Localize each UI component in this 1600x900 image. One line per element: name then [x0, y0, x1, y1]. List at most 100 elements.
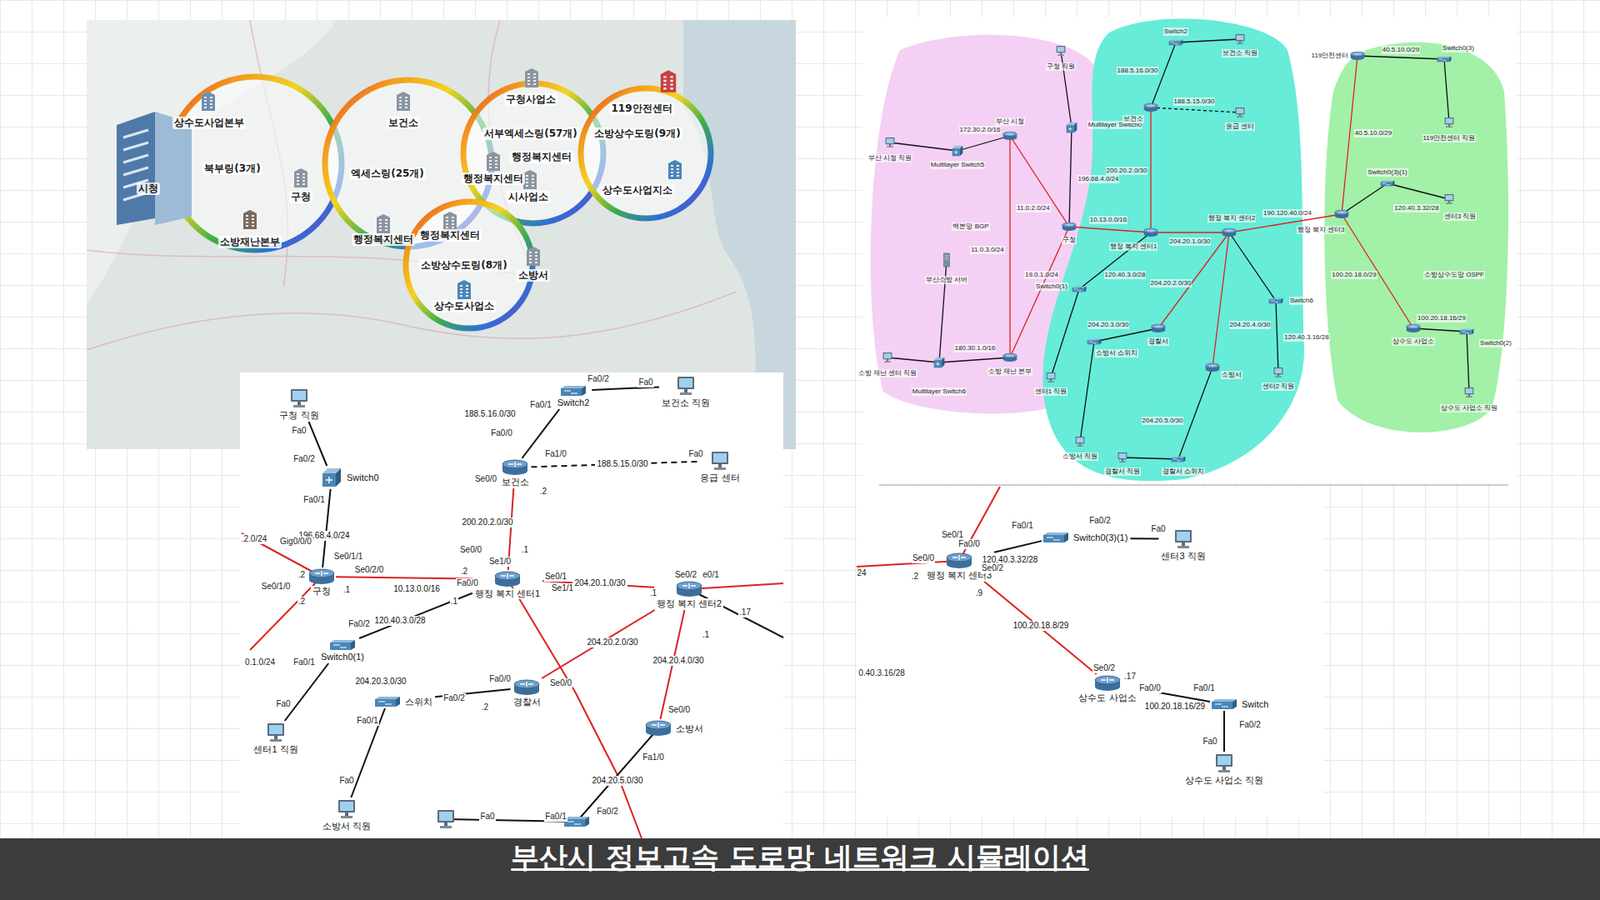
network-label: Multilayer Switch6 [911, 387, 967, 396]
interface-label: Fa0/2 [347, 619, 371, 630]
router-icon [1144, 103, 1159, 112]
building-icon [525, 68, 539, 88]
network-label: 200.20.2.0/30 [1105, 166, 1149, 175]
switch-icon [1211, 699, 1237, 710]
network-label: 행정 복지 센터3 [1296, 225, 1346, 235]
map-label: 119안전센터 [609, 102, 674, 115]
zoomed-topology-panel [445, 589, 784, 822]
topology-overview [1150, 107, 1240, 113]
device-label: 응급 센터 [698, 472, 741, 484]
interface-label: Fa0 [687, 449, 704, 460]
map-label: 시청 [136, 182, 160, 195]
map-label: 구청사업소 [504, 93, 558, 106]
pc-icon [338, 800, 355, 819]
switch-icon [329, 639, 356, 651]
interface-label: Fa0/0 [490, 428, 514, 439]
network-label: 40.5.10.0/29 [1354, 129, 1393, 138]
network-label: 40.5.10.0/29 [1381, 45, 1420, 55]
network-label: 센터2 직원 [1261, 382, 1296, 391]
network-link [335, 576, 473, 579]
network-device: 행정 복지 센터1 [472, 570, 543, 600]
multilayer-switch-icon [934, 122, 1078, 369]
building-icon [201, 91, 215, 111]
router-icon [501, 459, 529, 476]
switch-icon [564, 816, 590, 827]
interface-label: Fa0 [290, 425, 307, 436]
network-label: 부산소방 서버 [925, 275, 969, 285]
network-label: 구청 직원 [1045, 62, 1076, 71]
interface-label: Fa0/0 [455, 578, 480, 589]
building-icon [294, 168, 308, 188]
router-icon [1222, 228, 1237, 237]
interface-label: Fa0 [338, 775, 355, 786]
network-link [994, 540, 1042, 553]
network-device: Switch [1210, 697, 1271, 711]
topology-overview [1324, 42, 1509, 433]
network-label: 소방서 스위치 [1095, 349, 1139, 358]
device-label: Switch0 [345, 472, 381, 484]
building-icon [486, 151, 500, 171]
map-label: 소방상수도링(9개) [592, 127, 682, 140]
pc-icon [1274, 367, 1284, 378]
subnet-label: 188.5.16.0/30 [462, 409, 517, 420]
network-label: 204.20.1.0/30 [1169, 237, 1212, 246]
device-label: 스위치 [403, 696, 435, 708]
network-ring [168, 76, 342, 250]
interface-label: Gig0/0/0 [279, 536, 313, 547]
network-label: 소방서 직원 [1061, 452, 1099, 461]
multilayer-switch-icon [952, 145, 964, 157]
interface-label: .17 [1123, 671, 1137, 682]
router-icon [1094, 675, 1121, 692]
subnet-label: 204.20.3.0/30 [353, 676, 408, 687]
pc-icon [288, 387, 310, 410]
map-label: 상수도사업소 [432, 300, 496, 313]
router-icon [645, 720, 672, 737]
switch-icon [1171, 456, 1186, 463]
zoomed-water-panel [856, 486, 1324, 817]
multilayer-switch-icon [934, 357, 945, 369]
network-device: 소방서 직원 [320, 797, 374, 833]
building-icon [457, 280, 471, 300]
network-label: 응급 센터 [1225, 122, 1255, 131]
router-icon [1003, 51, 1421, 372]
map-label: 보건소 [386, 116, 420, 130]
pc-icon [1235, 34, 1245, 45]
multilayer-switch-icon [322, 468, 341, 487]
router-icon [1151, 324, 1166, 333]
network-label: 11.0.2.0/24 [1015, 204, 1050, 213]
network-device: 상수도 사업소 직원 [1182, 751, 1266, 787]
pc-icon [1056, 45, 1066, 56]
interface-label: Fa0/1 [544, 811, 568, 822]
network-label: 상수도 사업소 직원 [1440, 404, 1499, 413]
router-icon [676, 581, 702, 597]
pc-icon [709, 450, 731, 472]
building-icon [660, 70, 676, 93]
device-label: Switch2 [555, 397, 592, 409]
subnet-label: 120.40.3.0/28 [372, 615, 427, 626]
pc-icon [711, 451, 729, 470]
zoomed-topology-panel [241, 533, 784, 839]
router-icon [645, 720, 671, 736]
network-label: 경찰서 [1147, 337, 1170, 346]
switch-icon [1460, 329, 1475, 335]
device-label: 보건소 직원 [660, 397, 712, 409]
map-label: 북부링(3개) [202, 162, 262, 175]
interface-label: .2 [910, 571, 920, 582]
pc-icon [265, 721, 287, 744]
network-label: 10.13.0.0/16 [1089, 215, 1128, 225]
network-device: 구청 [307, 567, 336, 598]
pc-icon [437, 810, 455, 829]
interface-label: .1 [701, 630, 710, 640]
switch-icon [560, 385, 587, 397]
pc-icon [290, 389, 308, 408]
map-label: 소방상수도링(8개) [419, 259, 509, 272]
subnet-label: 204.20.4.0/30 [650, 655, 705, 666]
router-icon [1335, 210, 1350, 219]
network-label: 120.40.3.16/28 [1283, 333, 1330, 342]
server-icon [944, 253, 950, 267]
network-device: Switch2 [555, 384, 593, 410]
device-label: 경찰서 [511, 696, 543, 708]
switch-icon [1437, 56, 1452, 63]
device-label: Switch [1240, 699, 1270, 710]
pc-icon [1465, 387, 1475, 398]
